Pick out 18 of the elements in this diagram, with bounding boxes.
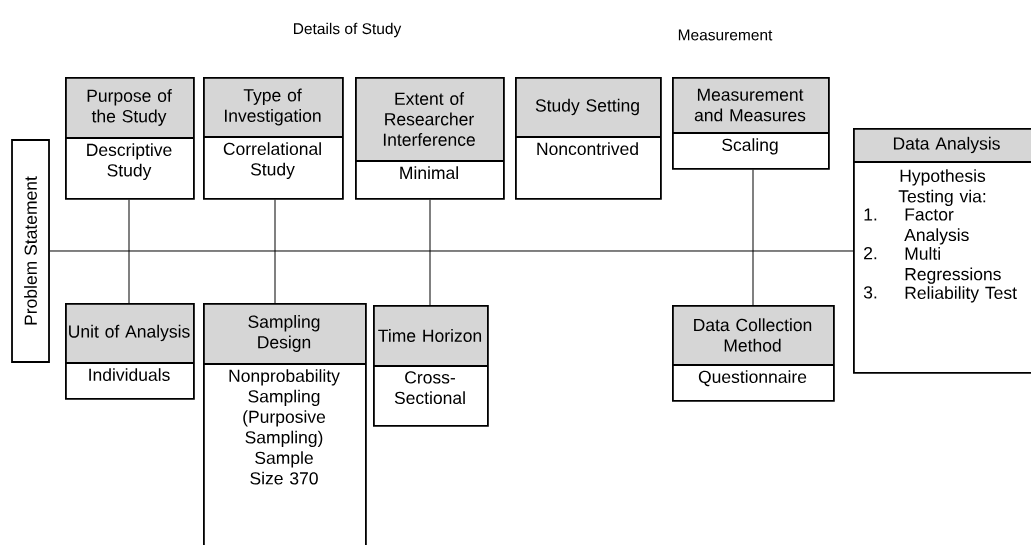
connector-line	[128, 199, 130, 304]
connector-line	[49, 250, 854, 252]
category-box: Study Setting Noncontrived	[514, 77, 662, 200]
problem-box: Problem Statement	[11, 139, 50, 363]
category-box: Purpose of the Study Descriptive Study	[64, 77, 195, 200]
category-box: Measurement and Measures Scaling	[671, 77, 830, 170]
connector-line	[752, 169, 754, 306]
category-box: Type of Investigation Correlational Study	[202, 77, 344, 200]
category-box: Data Collection Method Questionnaire	[671, 305, 835, 402]
category-box: Time Horizon Cross-Sectional	[372, 305, 489, 427]
category-box: Sampling Design Nonprobability Sampling (Purposive Sampling) Sample Size 370	[202, 303, 367, 545]
category-box: Extent of Researcher Interference Minimal	[354, 77, 505, 200]
heading-text: Measurement	[678, 29, 773, 41]
connector-line	[274, 199, 276, 304]
category-box: Data Analysis Hypothesis Testing via: 1. Factor Analysis 2. Multi Regressions 3. Reliability Test	[852, 128, 1031, 374]
category-box: Unit of Analysis Individuals	[64, 303, 195, 400]
connector-line	[429, 199, 431, 306]
heading-text: Details of Study	[294, 22, 402, 38]
